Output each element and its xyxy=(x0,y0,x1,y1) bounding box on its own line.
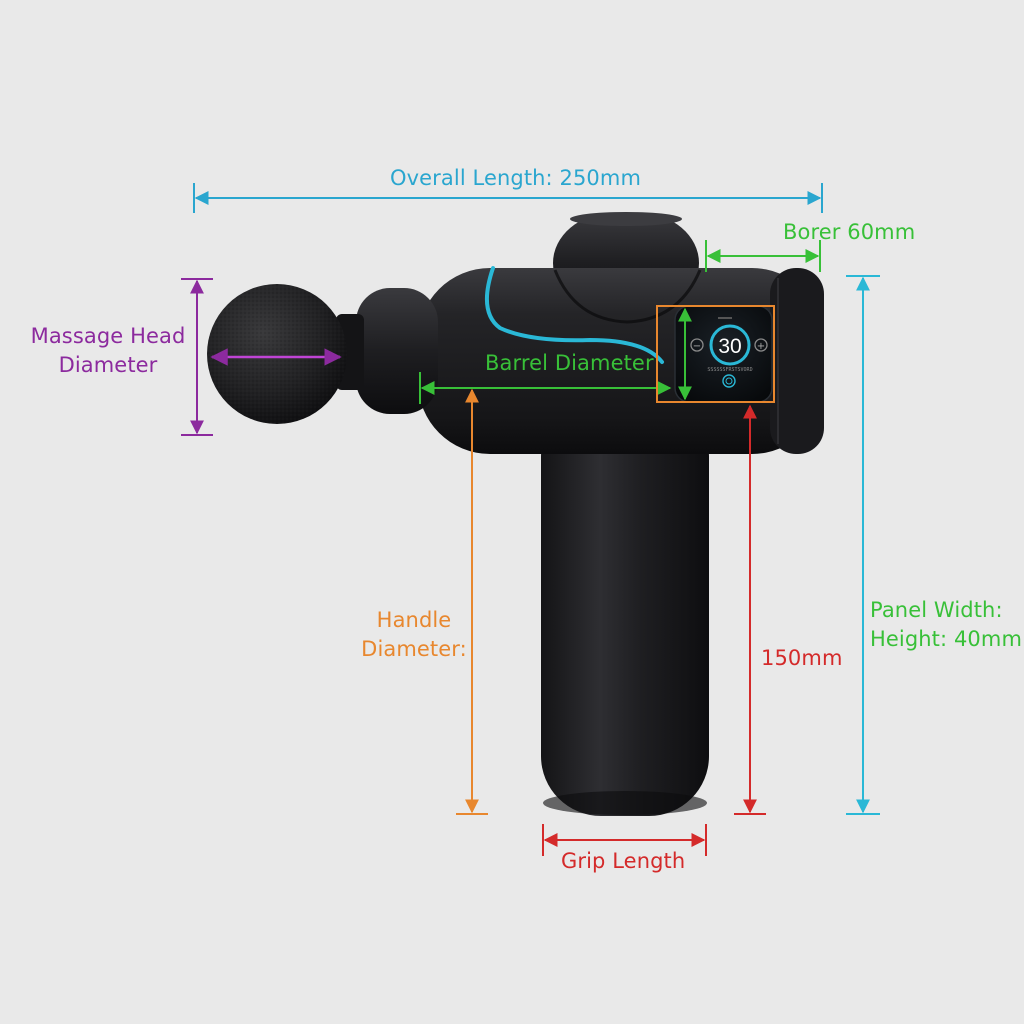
plus-icon: + xyxy=(757,341,765,352)
overall-length-dimension xyxy=(193,183,823,213)
overall-length-label: Overall Length: 250mm xyxy=(390,166,642,190)
panel-box xyxy=(656,305,775,403)
fingerprint-icon xyxy=(722,374,736,388)
rear-cap xyxy=(770,268,824,454)
barrel-diameter-label: Barrel Diameter xyxy=(485,351,654,375)
panel-size-label-line1: Panel Width: xyxy=(870,598,1003,622)
height-dimension xyxy=(734,404,766,815)
borer-dimension xyxy=(705,240,821,272)
massage-gun: 30 − + SSSSSSFRSTSVORD xyxy=(207,212,824,816)
grip-length-label: Grip Length xyxy=(561,849,686,873)
panel-size-label: Panel Width: Height: 40mm xyxy=(870,596,1022,654)
borer-label: Borer 60mm xyxy=(783,220,916,244)
neck-collar xyxy=(356,288,438,414)
handle xyxy=(541,396,709,816)
barrel-top-crease xyxy=(553,269,702,324)
accent-stripe xyxy=(484,266,664,364)
speed-value: 30 xyxy=(718,335,741,358)
plus-button[interactable] xyxy=(754,338,768,352)
handle-diameter-dimension xyxy=(456,388,488,815)
massage-head-label-line2: Diameter xyxy=(58,353,158,377)
panel-size-label-line2: Height: 40mm xyxy=(870,627,1023,651)
handle-base xyxy=(543,791,707,815)
grip-length-dimension xyxy=(542,824,707,856)
control-panel: 30 − + SSSSSSFRSTSVORD xyxy=(674,305,773,403)
barrel-diameter-dimension xyxy=(419,372,672,404)
display-caption: SSSSSSFRSTSVORD xyxy=(707,367,752,373)
massage-head-label-line1: Massage Head xyxy=(30,324,186,348)
minus-icon: − xyxy=(693,341,701,352)
massage-head-dimension xyxy=(181,278,342,436)
handle-diameter-label-line1: Handle xyxy=(376,608,452,632)
panel-width-dimension xyxy=(846,275,880,815)
height-label: 150mm xyxy=(761,646,843,670)
handle-diameter-label-line2: Diameter: xyxy=(361,637,467,661)
massage-head-label: Massage Head Diameter xyxy=(30,322,186,380)
top-vent xyxy=(570,212,682,226)
speed-ring xyxy=(709,324,751,366)
handle-diameter-label: Handle Diameter: xyxy=(352,606,476,664)
